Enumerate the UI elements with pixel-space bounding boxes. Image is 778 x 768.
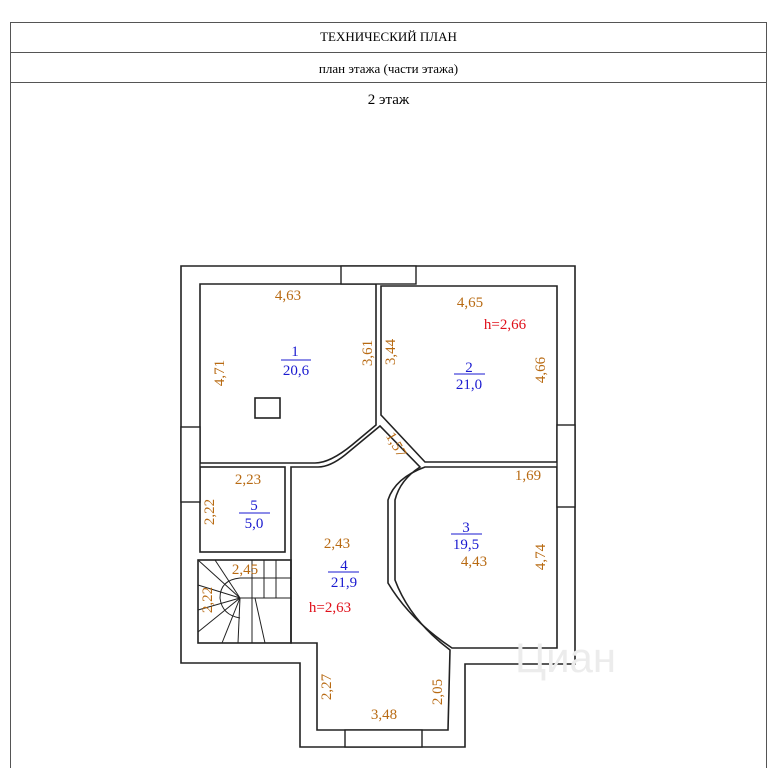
- windows: [180, 265, 576, 748]
- room-1-area: 20,6: [283, 363, 310, 379]
- watermark-logo: Циан: [515, 634, 616, 681]
- dim-r4-mid: 2,43: [324, 536, 350, 552]
- document-title: ТЕХНИЧЕСКИЙ ПЛАН: [320, 29, 457, 44]
- dim-diagonal: 1,57: [382, 430, 409, 461]
- room-2-area: 21,0: [456, 377, 482, 393]
- dim-r5-top: 2,23: [235, 472, 261, 488]
- window-left: [180, 426, 201, 503]
- room-5-outline: [199, 466, 286, 553]
- room-5-area: 5,0: [245, 516, 264, 532]
- dim-r2-right: 4,66: [533, 356, 549, 383]
- dim-r4-bottom: 3,48: [371, 707, 397, 723]
- room-3-outline: [387, 466, 558, 649]
- dim-r3-mid: 4,43: [461, 554, 487, 570]
- dim-r3-top: 1,69: [515, 468, 541, 484]
- column: [254, 397, 281, 419]
- floor-label: 2 этаж: [367, 92, 410, 108]
- room-4-area: 21,9: [331, 575, 357, 591]
- outer-wall: [180, 265, 576, 748]
- dim-r4-left: 2,27: [319, 673, 335, 700]
- dim-r2-top: 4,65: [457, 295, 483, 311]
- room-4-outline: [290, 424, 451, 731]
- dim-r4-right: 2,05: [430, 679, 446, 705]
- window-right: [556, 424, 576, 508]
- room-2-outline: [380, 285, 558, 463]
- dim-r5-left: 2,22: [202, 499, 218, 525]
- staircase: [197, 559, 292, 644]
- stair-steps: [197, 559, 291, 644]
- room-5-number: 5: [250, 498, 258, 514]
- dim-r1-left: 4,71: [212, 360, 228, 386]
- dim-stair-left: 2,22: [200, 587, 216, 613]
- dim-r1-top: 4,63: [275, 288, 301, 304]
- window-bottom: [344, 729, 423, 748]
- room-3-number: 3: [462, 520, 470, 536]
- height-room-2: h=2,66: [484, 317, 527, 333]
- subtitle-row: [10, 52, 767, 83]
- document-subtitle: план этажа (части этажа): [318, 61, 459, 76]
- room-4-number: 4: [340, 558, 348, 574]
- room-1-outline: [199, 283, 377, 464]
- dim-r1-right: 3,61: [360, 340, 376, 366]
- room-2-number: 2: [465, 360, 473, 376]
- height-room-4: h=2,63: [309, 600, 351, 616]
- window-top: [340, 265, 417, 285]
- dim-stair-top: 2,45: [232, 562, 258, 578]
- room-1-number: 1: [291, 344, 299, 360]
- dim-r3-right: 4,74: [533, 543, 549, 570]
- room-3-area: 19,5: [453, 537, 479, 553]
- dim-r2-left: 3,44: [383, 338, 399, 365]
